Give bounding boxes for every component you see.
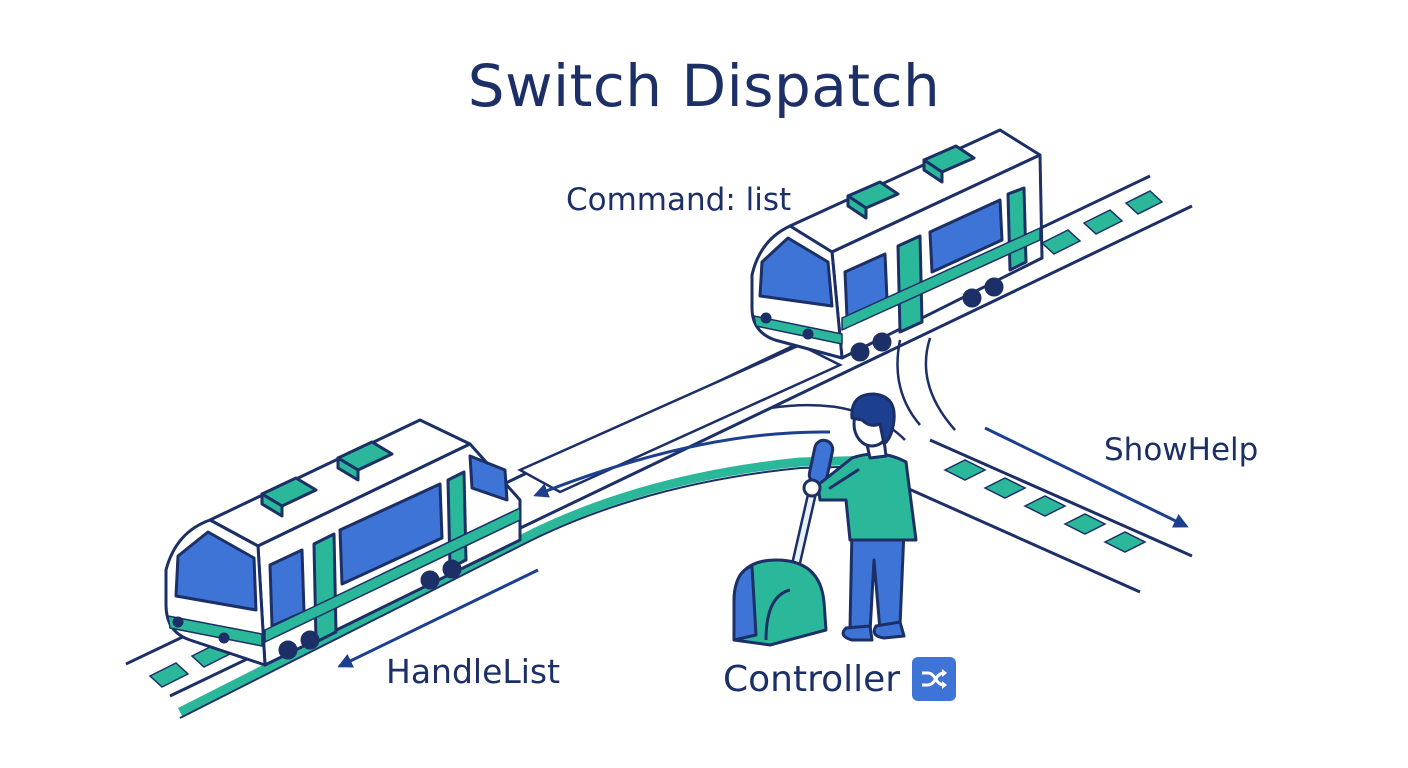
train-upper	[750, 128, 1044, 362]
arrow-handlelist-label	[337, 568, 539, 668]
command-label: Command: list	[566, 182, 792, 218]
switch-lever	[732, 438, 835, 647]
branch-track-right	[899, 438, 1193, 594]
handlelist-label: HandleList	[386, 652, 561, 691]
diagram-title: Switch Dispatch	[467, 52, 941, 120]
train-lower	[164, 418, 522, 667]
showhelp-label: ShowHelp	[1104, 432, 1259, 468]
shuffle-icon	[912, 657, 957, 701]
controller-label: Controller	[723, 658, 901, 700]
arrow-to-showhelp	[984, 426, 1189, 528]
controller-person	[802, 392, 918, 642]
arrow-to-handlelist	[533, 430, 831, 498]
controller-caption: Controller	[723, 657, 957, 701]
